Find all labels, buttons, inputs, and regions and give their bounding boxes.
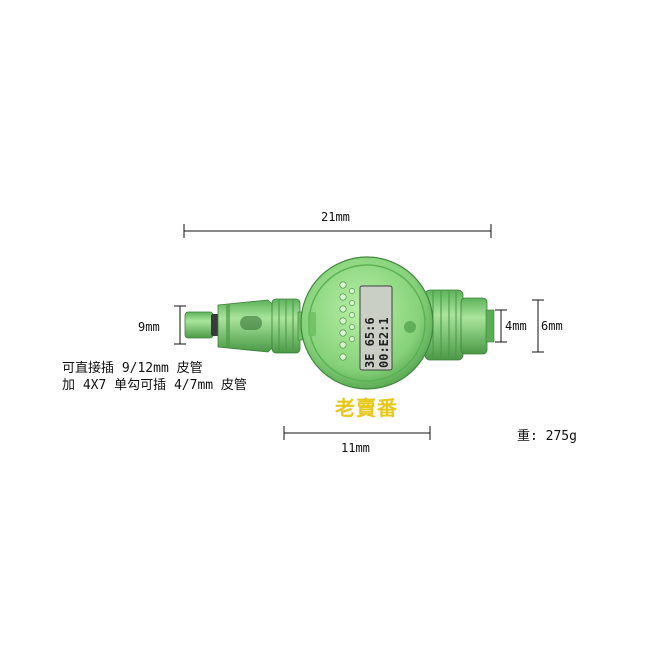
hose-note-line-1: 可直接插 9/12mm 皮管 bbox=[62, 361, 203, 376]
dimension-right-inner: 4mm bbox=[505, 319, 527, 333]
dimension-body-width: 11mm bbox=[341, 441, 370, 455]
left-nut bbox=[271, 298, 301, 354]
left-hose-tip bbox=[184, 311, 220, 339]
left-quick-connector bbox=[217, 299, 279, 353]
dimension-left-connector: 9mm bbox=[138, 320, 160, 334]
dimension-total-length: 21mm bbox=[321, 210, 350, 224]
dimension-right-outer: 6mm bbox=[541, 319, 563, 333]
timer-body: 3E 65:6 00:E2:1 bbox=[300, 256, 434, 390]
right-connector bbox=[460, 297, 495, 355]
weight-label: 重: 275g bbox=[517, 429, 577, 444]
lcd-screen bbox=[359, 285, 393, 371]
watermark-text: 老賣番 bbox=[335, 396, 398, 420]
lcd-line-1: 3E 65:6 bbox=[363, 317, 377, 368]
dimension-lines bbox=[174, 224, 544, 440]
hose-note-line-2: 加 4X7 单勾可插 4/7mm 皮管 bbox=[62, 378, 247, 393]
lcd-line-2: 00:E2:1 bbox=[377, 317, 391, 368]
